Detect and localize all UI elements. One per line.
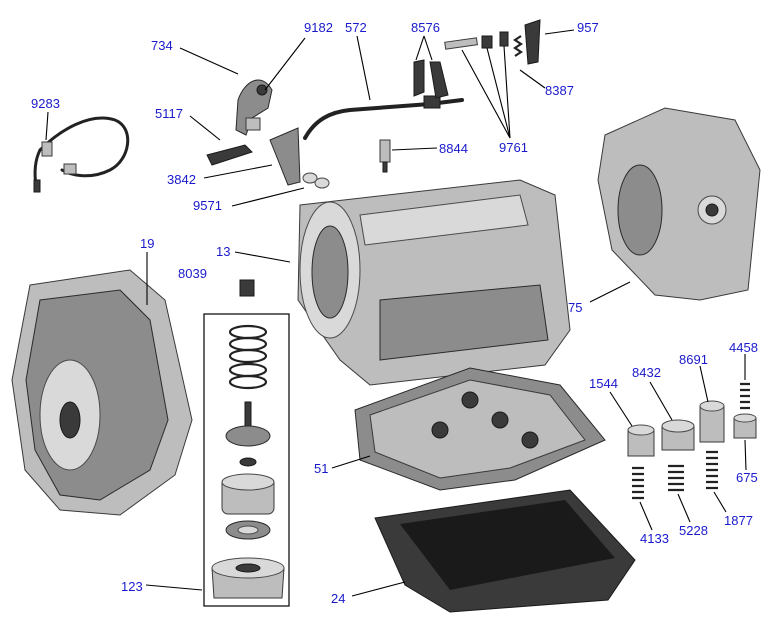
callout-3842: 3842 <box>167 172 196 187</box>
part-4458-spring <box>740 382 750 410</box>
leader-8576-a <box>415 35 425 61</box>
leader-8844 <box>391 147 438 151</box>
callout-9182: 9182 <box>304 20 333 35</box>
callout-675: 675 <box>736 470 758 485</box>
callout-572: 572 <box>345 20 367 35</box>
part-8576-levers <box>413 59 449 99</box>
callout-734: 734 <box>151 38 173 53</box>
part-5228-spring <box>668 464 684 492</box>
callout-8039: 8039 <box>178 266 207 281</box>
leader-9761-c <box>503 45 511 139</box>
callout-51: 51 <box>314 461 328 476</box>
leader-957 <box>544 29 575 35</box>
leader-24 <box>351 581 406 597</box>
part-1544-piston <box>627 424 655 457</box>
leader-8576-b <box>423 35 433 61</box>
callout-19: 19 <box>140 236 154 251</box>
part-572-rod <box>303 95 464 140</box>
leader-734 <box>179 47 239 75</box>
part-675-cap <box>733 413 757 439</box>
leader-675 <box>744 439 747 471</box>
callout-13: 13 <box>216 244 230 259</box>
part-957-lever <box>524 19 541 65</box>
part-51-valve-body <box>354 367 606 491</box>
callout-9761: 9761 <box>499 140 528 155</box>
callout-labels: 734 9182 572 8576 957 8387 9283 5117 884… <box>31 20 758 606</box>
leader-3842 <box>203 164 273 179</box>
callout-8432: 8432 <box>632 365 661 380</box>
part-8387-spring <box>513 35 523 57</box>
leader-51 <box>331 455 371 469</box>
callout-1877: 1877 <box>724 513 753 528</box>
part-19-bell-housing <box>11 269 193 516</box>
leader-9571 <box>231 187 305 207</box>
leader-8691 <box>699 365 709 403</box>
callout-5228: 5228 <box>679 523 708 538</box>
callout-8576: 8576 <box>411 20 440 35</box>
leader-75 <box>589 281 631 303</box>
callout-24: 24 <box>331 591 345 606</box>
part-8691-piston <box>699 400 725 443</box>
part-13-transmission-case <box>297 179 571 386</box>
part-123-piston-assembly <box>203 313 290 607</box>
leader-5117 <box>189 115 221 141</box>
callout-8844: 8844 <box>439 141 468 156</box>
part-9761-pins <box>444 31 509 50</box>
callout-5117: 5117 <box>155 106 183 121</box>
callout-123: 123 <box>121 579 143 594</box>
part-9283-wiring-harness <box>33 116 130 193</box>
callout-4458: 4458 <box>729 340 758 355</box>
callout-8387: 8387 <box>545 83 574 98</box>
callout-9283: 9283 <box>31 96 60 111</box>
leader-8387 <box>519 69 546 89</box>
part-1877-spring <box>706 450 718 490</box>
callout-75: 75 <box>568 300 582 315</box>
part-8039-bushing <box>239 279 255 297</box>
part-24-oil-pan <box>374 489 636 613</box>
leader-1877 <box>713 491 727 513</box>
part-9571-seals <box>302 172 330 189</box>
leader-lines <box>45 29 747 597</box>
part-75-extension-housing <box>597 107 761 301</box>
part-4133-spring <box>632 466 644 500</box>
leader-9761-b <box>486 47 511 139</box>
leader-13 <box>234 251 291 263</box>
leader-572 <box>356 35 371 101</box>
leader-9283 <box>45 111 49 141</box>
leader-5228 <box>677 493 691 523</box>
leader-1544 <box>609 391 633 427</box>
part-3842-plate <box>269 127 301 186</box>
leader-9182 <box>264 37 306 91</box>
callout-9571: 9571 <box>193 198 222 213</box>
callout-1544: 1544 <box>589 376 618 391</box>
part-8432-piston <box>661 419 695 451</box>
leader-123 <box>145 584 203 591</box>
part-8844-sensor <box>379 139 391 173</box>
part-5117-bracket <box>206 144 253 166</box>
callout-957: 957 <box>577 20 599 35</box>
leader-4133 <box>639 501 653 531</box>
leader-9761-a <box>461 49 511 139</box>
leader-8432 <box>649 381 673 421</box>
callout-4133: 4133 <box>640 531 669 546</box>
callout-8691: 8691 <box>679 352 708 367</box>
part-734-lever <box>235 79 273 136</box>
